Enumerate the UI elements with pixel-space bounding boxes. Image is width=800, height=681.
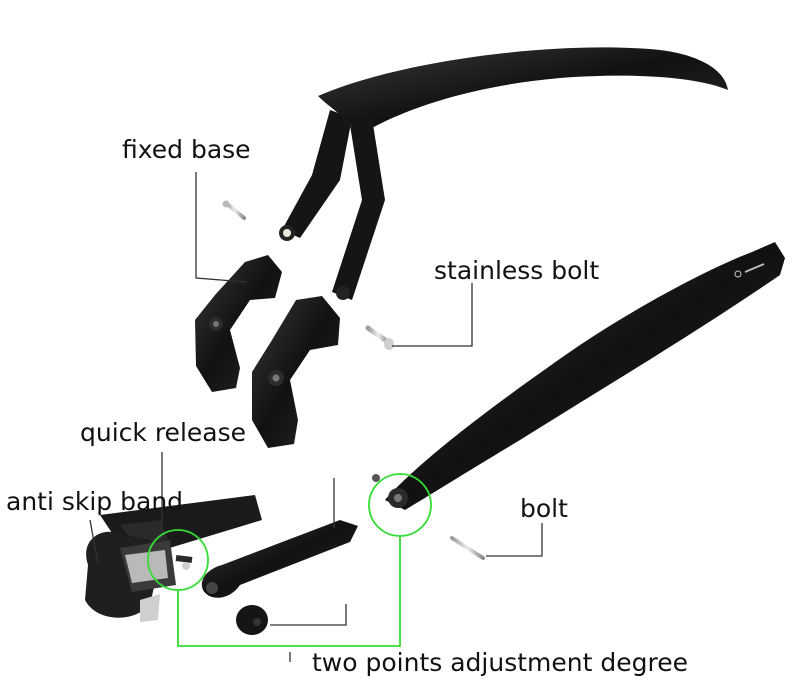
strut-arm (201, 520, 358, 598)
label-anti-skip-band: anti skip band (6, 487, 184, 516)
rubber-nut-icon (236, 605, 268, 635)
small-screw-icon (222, 200, 246, 220)
rear-fender (372, 242, 785, 510)
label-quick-release: quick release (80, 418, 246, 447)
label-bolt: bolt (520, 494, 568, 523)
leader-bolt (486, 523, 543, 557)
fender-mount-nut-icon (283, 229, 291, 237)
pin-bolt-icon (450, 536, 485, 560)
leader-nut (270, 604, 347, 626)
leader-stainless-bolt (392, 283, 473, 347)
front-fender (279, 47, 728, 300)
label-two-points-adjustment: two points adjustment degree (312, 648, 688, 677)
adjustment-connector (177, 536, 401, 647)
leader-lines (89, 172, 543, 662)
leader-fixed-base (195, 172, 247, 283)
label-fixed-base: fixed base (122, 135, 251, 164)
adjustment-highlights (147, 473, 432, 647)
stainless-bolt-icon (365, 325, 394, 350)
label-stainless-bolt: stainless bolt (434, 256, 600, 285)
fixed-base-brackets (195, 255, 340, 448)
leader-anti-skip-band (89, 519, 99, 565)
